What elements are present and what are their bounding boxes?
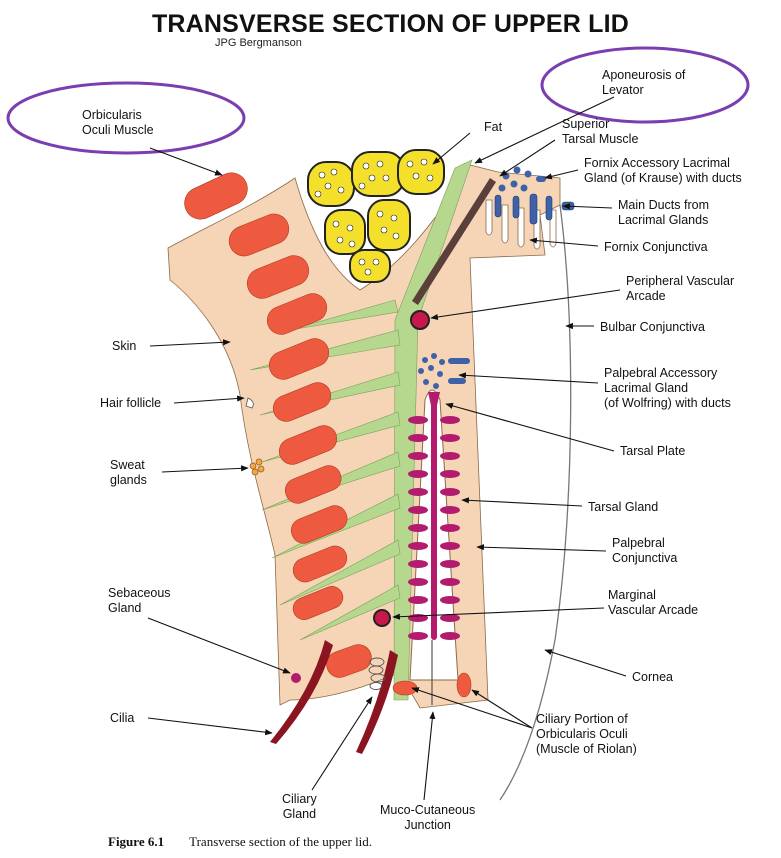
lid-tissue	[167, 164, 561, 709]
label-skin: Skin	[112, 339, 137, 353]
label-peripheral-arcade: Peripheral Vascular Arcade	[626, 274, 735, 303]
sweat-gland-coil	[249, 458, 265, 476]
figure-number: Figure 6.1	[108, 834, 165, 849]
fornix-conjunctiva-folds	[485, 199, 557, 250]
cilium-2	[356, 650, 398, 754]
orbicularis-highlight-oval	[6, 81, 246, 155]
figure-caption-text: Transverse section of the upper lid.	[189, 834, 373, 849]
label-cilia: Cilia	[110, 711, 135, 725]
label-orbicularis: Orbicularis Oculi Muscle	[82, 108, 154, 137]
krause-glands	[498, 166, 546, 192]
sebaceous-gland-shape	[291, 673, 301, 683]
marginal-vascular-arcade	[373, 609, 391, 627]
aponeurosis-highlight-oval	[540, 46, 750, 124]
ciliary-gland-coil	[368, 657, 386, 690]
page-title: TRANSVERSE SECTION OF UPPER LID	[151, 10, 630, 38]
label-ciliary-gland: Ciliary Gland	[282, 792, 317, 821]
label-sebaceous-gland: Sebaceous Gland	[108, 586, 171, 615]
label-sweat-glands: Sweat glands	[110, 458, 147, 487]
author-credit: JPG Bergmanson	[215, 37, 302, 49]
label-superior-tarsal-muscle: Superior Tarsal Muscle	[562, 117, 639, 146]
peripheral-vascular-arcade	[410, 310, 430, 330]
main-lacrimal-ducts	[494, 193, 575, 225]
label-aponeurosis: Aponeurosis of Levator	[602, 68, 686, 97]
label-tarsal-plate: Tarsal Plate	[620, 444, 686, 458]
orbicularis-muscle-bundles	[184, 172, 472, 698]
superior-tarsal-muscle	[412, 178, 496, 305]
label-leader-lines	[147, 96, 627, 801]
figure-caption: Figure 6.1 Transverse section of the upp…	[108, 834, 372, 850]
label-muco-cutaneous: Muco-Cutaneous Junction	[380, 803, 476, 832]
fat-cell-dots	[314, 158, 434, 276]
hair-follicle-shape	[245, 397, 254, 409]
label-ciliary-portion: Ciliary Portion of Orbicularis Oculi (Mu…	[536, 712, 637, 756]
label-cornea: Cornea	[632, 670, 673, 684]
bulbar-conjunctiva-line	[499, 204, 572, 801]
label-fornix-conjunctiva: Fornix Conjunctiva	[604, 240, 708, 254]
label-fat: Fat	[484, 120, 503, 134]
label-hair-follicle: Hair follicle	[100, 396, 162, 410]
label-tarsal-gland: Tarsal Gland	[588, 500, 659, 514]
tarsal-gland	[408, 392, 460, 640]
label-fornix-accessory-gland: Fornix Accessory Lacrimal Gland (of Krau…	[584, 156, 742, 185]
label-bulbar-conjunctiva: Bulbar Conjunctiva	[600, 320, 705, 334]
label-marginal-arcade: Marginal Vascular Arcade	[608, 588, 699, 617]
cilium-1	[270, 640, 333, 744]
label-main-ducts: Main Ducts from Lacrimal Glands	[618, 198, 709, 227]
wolfring-glands	[418, 353, 470, 389]
label-palpebral-conjunctiva: Palpebral Conjunctiva	[612, 536, 678, 565]
label-palpebral-accessory-gland: Palpebral Accessory Lacrimal Gland (of W…	[604, 366, 731, 410]
